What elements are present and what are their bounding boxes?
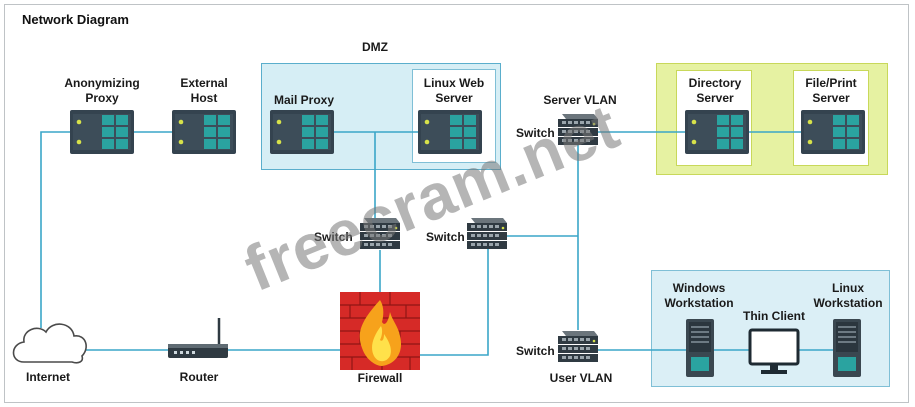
directory-server-icon: [685, 110, 749, 154]
link-firewall-switch-b: [420, 248, 489, 356]
anonymizing-proxy-label: Anonymizing Proxy: [64, 76, 140, 105]
router-icon: [168, 318, 228, 358]
mail-proxy-server-icon: [270, 110, 334, 154]
file-print-server-icon: [801, 110, 865, 154]
link-internet-anon-proxy: [40, 131, 70, 328]
firewall-label: Firewall: [357, 371, 403, 385]
thin-client-label: Thin Client: [743, 309, 805, 323]
switch-label-b: Switch: [426, 230, 465, 244]
linux-workstation-icon: [832, 318, 862, 378]
file-print-server-label: File/Print Server: [805, 76, 857, 105]
external-host-server-icon: [172, 110, 236, 154]
dmz-label: DMZ: [362, 40, 388, 54]
firewall-icon: [340, 292, 420, 370]
internet-label: Internet: [25, 370, 70, 384]
external-host-label: External Host: [180, 76, 228, 105]
switch-label-user-vlan: Switch: [516, 344, 555, 358]
links: [40, 131, 833, 356]
linux-web-server-label: Linux Web Server: [423, 76, 485, 105]
switch-label-server-vlan: Switch: [516, 126, 555, 140]
windows-workstation-label: Windows Workstation: [664, 281, 734, 310]
user-vlan-switch-icon: [558, 331, 598, 362]
switch-b-icon: [467, 218, 507, 249]
linux-workstation-label: Linux Workstation: [813, 281, 883, 310]
user-vlan-label: User VLAN: [549, 371, 613, 385]
mail-proxy-label: Mail Proxy: [273, 93, 335, 107]
switch-label-a: Switch: [314, 230, 353, 244]
server-vlan-label: Server VLAN: [543, 93, 617, 107]
windows-workstation-icon: [685, 318, 715, 378]
diagram-title: Network Diagram: [22, 12, 129, 27]
anonymizing-proxy-server-icon: [70, 110, 134, 154]
thin-client-icon: [748, 328, 800, 374]
internet-cloud-icon: [12, 323, 87, 364]
directory-server-label: Directory Server: [688, 76, 742, 105]
router-label: Router: [179, 370, 219, 384]
